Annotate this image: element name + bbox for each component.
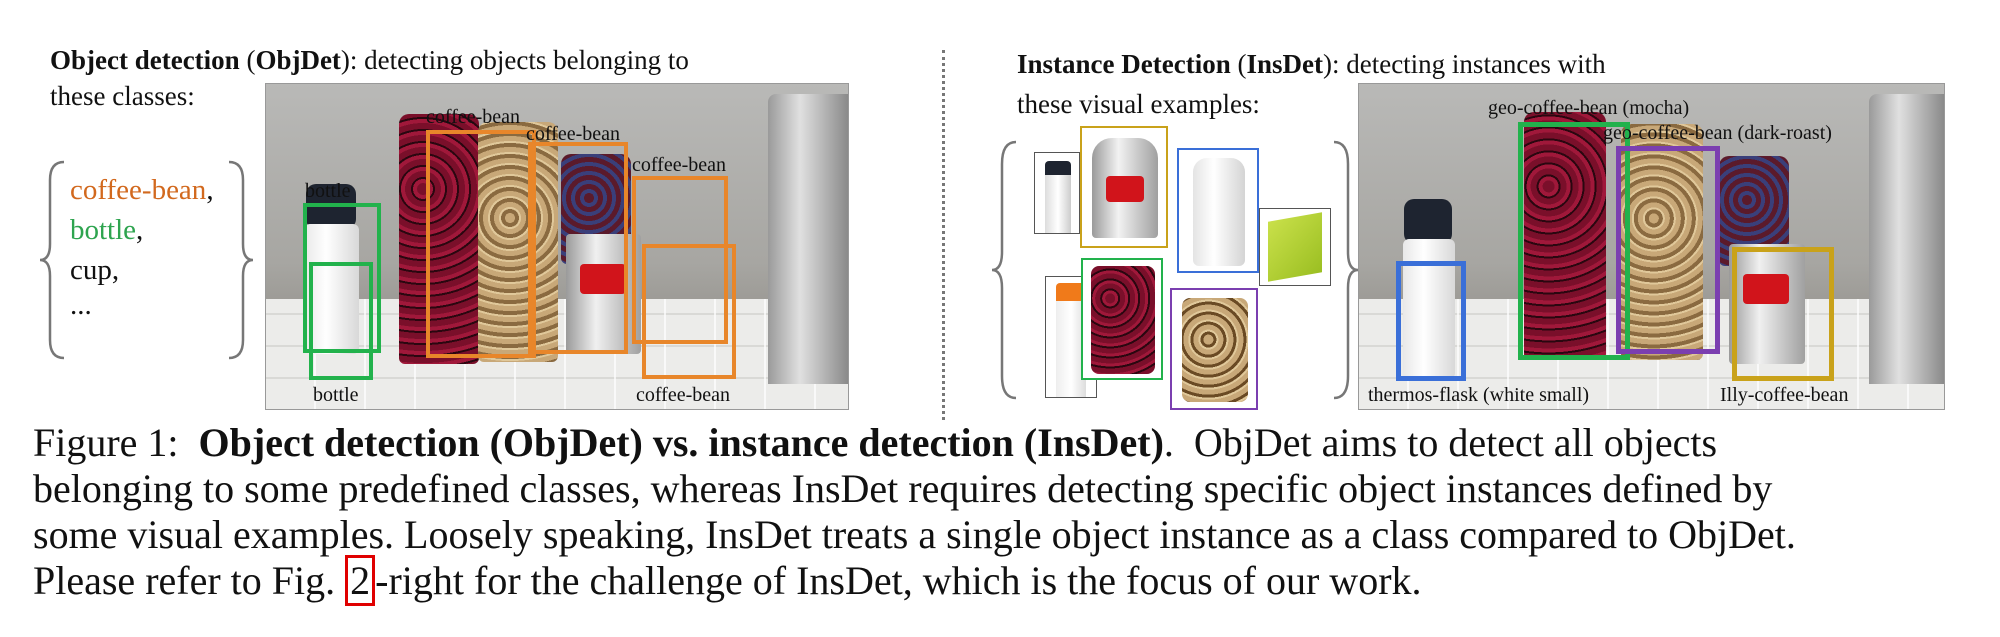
bbox-thermos-flask xyxy=(1396,261,1466,381)
objdet-title: Object detection (ObjDet): detecting obj… xyxy=(50,44,689,76)
insdet-title-abbr: InsDet xyxy=(1246,49,1323,79)
caption-after-bold: . ObjDet aims to detect all objects xyxy=(1163,420,1718,465)
class-bottle-text: bottle xyxy=(70,214,137,246)
objdet-scene-image xyxy=(265,83,849,410)
insdet-title-bold: Instance Detection xyxy=(1017,49,1231,79)
figure-caption: Figure 1: Object detection (ObjDet) vs. … xyxy=(33,420,1978,606)
insdet-title-line2: these visual examples: xyxy=(1017,89,1260,119)
right-brace-icon xyxy=(228,160,254,360)
label-coffee-bean-4: coffee-bean xyxy=(636,384,731,406)
class-coffee-bean-text: coffee-bean xyxy=(70,174,207,206)
label-bottle-bottom: bottle xyxy=(313,384,359,406)
objdet-title-open: ( xyxy=(239,45,256,75)
insdet-title-open: ( xyxy=(1230,49,1247,79)
label-geo-coffee-bean-mocha: geo-coffee-bean (mocha) xyxy=(1488,97,1690,119)
example-illy-can xyxy=(1080,126,1168,248)
caption-prefix: Figure 1: xyxy=(33,420,199,465)
mocha-bag-2 xyxy=(1524,112,1606,360)
example-dark-roast-bag xyxy=(1170,288,1258,410)
class-item-cup: cup, xyxy=(70,254,120,286)
bbox-illy xyxy=(1732,247,1834,381)
illy-can xyxy=(566,234,641,354)
insdet-title-rest: ): detecting instances with xyxy=(1322,49,1606,79)
examples-left-brace-icon xyxy=(991,140,1017,400)
caption-line4-pre: Please refer to Fig. xyxy=(33,558,346,603)
class-bottle-comma: , xyxy=(136,214,144,246)
bbox-coffee-bean-2 xyxy=(528,142,628,354)
left-brace-icon xyxy=(39,160,65,360)
panel-divider xyxy=(942,50,945,420)
class-item-ellipsis: ... xyxy=(70,289,92,321)
label-thermos-flask: thermos-flask (white small) xyxy=(1368,384,1590,406)
insdet-title: Instance Detection (InsDet): detecting i… xyxy=(1017,48,1606,80)
label-coffee-bean-3: coffee-bean xyxy=(632,154,727,176)
caption-line-1: Figure 1: Object detection (ObjDet) vs. … xyxy=(33,420,1978,466)
insdet-scene-image xyxy=(1358,83,1945,410)
coffee-machine xyxy=(768,94,848,384)
examples-right-brace-icon xyxy=(1333,140,1359,400)
label-coffee-bean-2: coffee-bean xyxy=(526,123,621,145)
caption-bold: Object detection (ObjDet) vs. instance d… xyxy=(198,420,1164,465)
white-bottle xyxy=(304,224,359,354)
class-list: coffee-bean, bottle, cup, ... xyxy=(70,170,214,320)
caption-line4-post: -right for the challenge of InsDet, whic… xyxy=(375,558,1422,603)
class-item-bottle: bottle, xyxy=(70,210,214,250)
example-green-box xyxy=(1259,208,1331,286)
label-geo-coffee-bean-dark-roast: geo-coffee-bean (dark-roast) xyxy=(1603,122,1832,144)
caption-line-3: some visual examples. Loosely speaking, … xyxy=(33,512,1796,557)
bbox-bottle-white xyxy=(309,262,373,380)
label-bottle-top: bottle xyxy=(305,180,351,202)
illy-can-2 xyxy=(1729,244,1805,364)
caption-line-2: belonging to some predefined classes, wh… xyxy=(33,466,1773,511)
caption-line-4: Please refer to Fig. 2-right for the cha… xyxy=(33,555,1978,606)
class-coffee-bean-comma: , xyxy=(206,174,214,206)
figure-ref-link[interactable]: 2 xyxy=(345,555,376,606)
dark-roast-bag-2 xyxy=(1621,124,1703,360)
bbox-bottle-thermos xyxy=(303,203,381,353)
bbox-coffee-bean-1 xyxy=(426,130,536,358)
objdet-title-bold: Object detection xyxy=(50,45,240,75)
coffee-machine-2 xyxy=(1869,94,1944,384)
example-thermos xyxy=(1034,152,1080,234)
thermos-cap-2 xyxy=(1404,199,1452,244)
example-white-flask xyxy=(1177,148,1259,273)
label-coffee-bean-1: coffee-bean xyxy=(426,106,521,128)
example-mocha-bag xyxy=(1081,258,1163,380)
bbox-dark-roast xyxy=(1616,146,1720,354)
label-illy-coffee-bean: Illy-coffee-bean xyxy=(1720,384,1849,406)
bbox-mocha xyxy=(1518,122,1630,360)
bbox-coffee-bean-3 xyxy=(632,176,728,344)
class-item-coffee-bean: coffee-bean, xyxy=(70,170,214,210)
bbox-coffee-bean-4 xyxy=(642,244,736,379)
objdet-title-rest: ): detecting objects belonging to xyxy=(340,45,689,75)
objdet-title-abbr: ObjDet xyxy=(255,45,341,75)
gold-coffee-bag xyxy=(478,122,558,362)
red-coffee-bag xyxy=(399,114,479,364)
objdet-title-line2: these classes: xyxy=(50,81,195,111)
